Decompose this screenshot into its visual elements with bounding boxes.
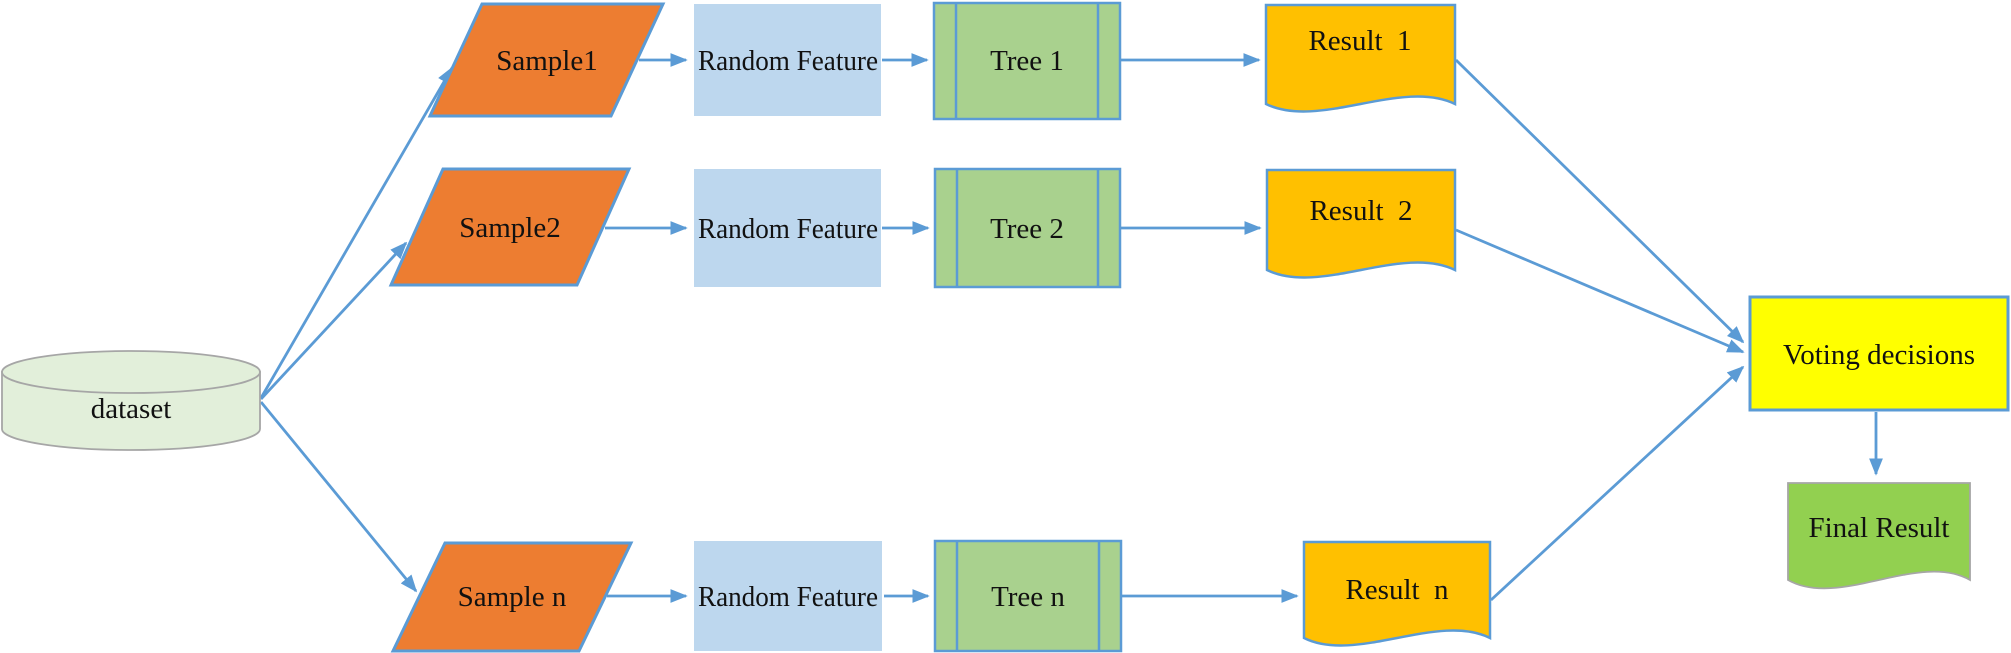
voting-node: Voting decisions [1748, 295, 2010, 412]
dataset-cylinder-body [1, 371, 261, 451]
voting-converge-arrows [1455, 59, 1883, 602]
dataset-node: dataset [1, 350, 261, 451]
sample-n-label: Sample n [458, 581, 567, 613]
tree-1-box [932, 1, 1122, 121]
random-feature-1-node [694, 4, 881, 116]
dataset-cylinder-top [1, 350, 261, 394]
random-feature-n-node [694, 541, 882, 651]
tree-2-node: Tree 2 [933, 167, 1122, 289]
result-1-label: Result 1 [1308, 25, 1411, 57]
tree-n-node: Tree n [933, 539, 1123, 653]
final-result-doc [1787, 482, 1971, 590]
arrow-dataset-to-sample1 [259, 66, 454, 399]
voting-box [1748, 295, 2010, 412]
random-feature-1-label: Random Feature [698, 46, 878, 77]
arrow-dataset-to-sample2 [259, 241, 408, 400]
dataset-label: dataset [91, 393, 172, 425]
row1: Sample1 Random Feature Tree 1 Result 1 [427, 1, 1457, 121]
random-feature-2-label: Random Feature [698, 214, 878, 245]
result-1-node [1264, 3, 1457, 113]
result-2-node [1265, 168, 1457, 279]
row2: Sample2 Random Feature Tree 2 Result 2 [388, 167, 1457, 289]
tree-2-label: Tree 2 [990, 213, 1064, 245]
sample2-node [388, 167, 632, 287]
sample1-label: Sample1 [496, 45, 598, 77]
random-feature-n-label: Random Feature [698, 582, 878, 613]
tree-1-node: Tree 1 [932, 1, 1122, 121]
sample1-node [427, 2, 666, 118]
final-result-node: Final Result [1787, 482, 1971, 590]
arrow-result-n-to-voting [1490, 365, 1745, 602]
result-n-label: Result n [1345, 574, 1449, 606]
arrow-result-1-to-voting [1455, 59, 1745, 344]
final-result-label: Final Result [1809, 512, 1950, 544]
tree-2-box [933, 167, 1122, 289]
tree-1-label: Tree 1 [990, 45, 1064, 77]
result-2-label: Result 2 [1309, 195, 1412, 227]
voting-label: Voting decisions [1783, 339, 1975, 371]
random-feature-2-node [694, 169, 881, 287]
arrow-result-2-to-voting [1455, 228, 1745, 354]
sample-n-node [390, 541, 634, 653]
tree-n-label: Tree n [991, 581, 1065, 613]
tree-n-box [933, 539, 1123, 653]
arrow-dataset-to-sample-n [259, 401, 418, 593]
result-n-node [1302, 540, 1492, 647]
dataset-fanout-arrows [259, 66, 454, 593]
sample2-label: Sample2 [459, 212, 561, 244]
row-n: Sample n Random Feature Tree n Result n [390, 539, 1492, 653]
